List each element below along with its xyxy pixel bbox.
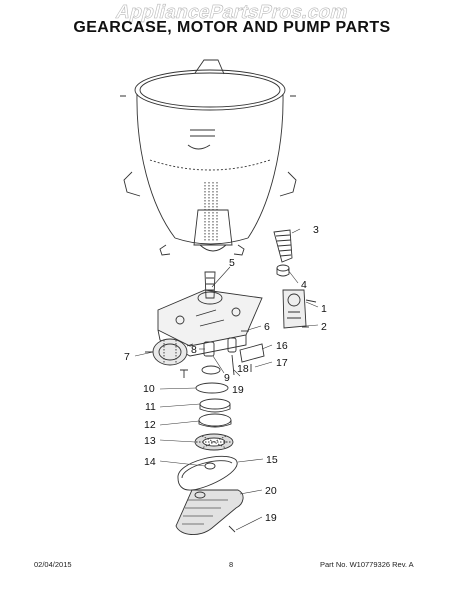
leader-lines xyxy=(134,228,319,531)
callout-20: 20 xyxy=(265,485,277,497)
callout-6: 6 xyxy=(264,321,270,333)
callout-19-lower: 19 xyxy=(265,512,277,524)
callout-16: 16 xyxy=(276,340,288,352)
callout-11: 11 xyxy=(145,401,156,413)
wash-tub xyxy=(120,59,297,256)
callout-4: 4 xyxy=(301,279,307,291)
footer-date: 02/04/2015 xyxy=(34,560,72,569)
footer-part-number: Part No. W10779326 Rev. A xyxy=(320,560,414,569)
callout-12: 12 xyxy=(144,419,156,431)
callout-8: 8 xyxy=(191,344,197,356)
drive-belt xyxy=(177,456,238,491)
callout-labels: 3 4 1 2 5 6 7 8 9 10 11 12 13 14 15 16 1… xyxy=(124,224,327,524)
callout-9: 9 xyxy=(224,372,230,384)
callout-19-upper: 19 xyxy=(232,384,244,396)
pump-assembly xyxy=(282,289,317,329)
callout-3: 3 xyxy=(313,224,319,236)
callout-14: 14 xyxy=(144,456,156,468)
drive-motor xyxy=(145,338,194,366)
callout-17: 17 xyxy=(276,357,288,369)
callout-13: 13 xyxy=(144,435,156,447)
footer-page-number: 8 xyxy=(229,560,234,569)
callout-1: 1 xyxy=(321,303,327,315)
callout-2: 2 xyxy=(321,321,327,333)
motor-mount xyxy=(175,489,244,535)
callout-5: 5 xyxy=(229,257,235,269)
clutch-stack xyxy=(194,382,234,451)
callout-15: 15 xyxy=(266,454,278,466)
callout-18: 18 xyxy=(237,363,249,375)
callout-7: 7 xyxy=(124,351,130,363)
page-title: GEARCASE, MOTOR AND PUMP PARTS xyxy=(73,19,391,36)
gearcase xyxy=(157,271,263,357)
drain-hose xyxy=(273,229,293,277)
callout-10: 10 xyxy=(143,383,155,395)
